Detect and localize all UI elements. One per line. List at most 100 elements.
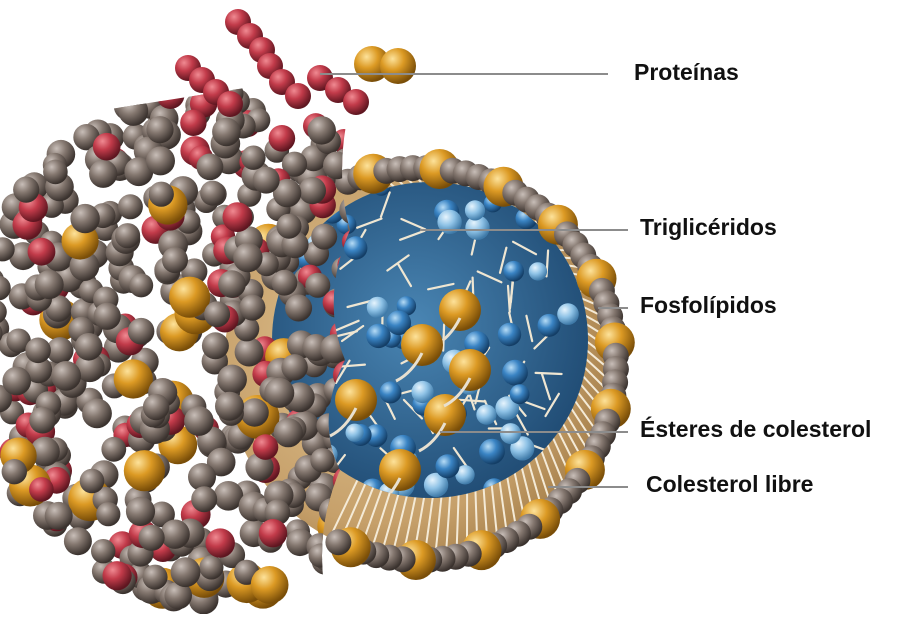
phospholipid-head (146, 146, 175, 175)
label-cholesterol-esters: Ésteres de colesterol (640, 418, 871, 441)
triglyceride (436, 454, 460, 478)
phospholipid-head (126, 497, 155, 526)
phospholipid-head (264, 378, 294, 408)
triglyceride (367, 297, 388, 318)
triglyceride (498, 323, 521, 346)
phospholipid-head (51, 361, 81, 391)
phospholipid-head (139, 525, 165, 551)
phospholipid-head (215, 392, 244, 421)
phospholipid-head (235, 338, 264, 367)
phospholipid-head (240, 398, 268, 426)
phospholipid-head (146, 116, 173, 143)
phospholipid-head (200, 181, 225, 206)
cholesterol-ester (335, 379, 377, 421)
phospholipid-head (277, 214, 302, 239)
phospholipid-head (311, 224, 337, 250)
protein-strand (175, 9, 416, 117)
free-cholesterol (124, 450, 165, 491)
phospholipid-head (70, 204, 99, 233)
protein (29, 477, 54, 502)
phospholipid-head (202, 332, 229, 359)
phospholipid-head (82, 399, 112, 429)
phospholipid-head (285, 295, 312, 322)
phospholipid-head (118, 96, 148, 126)
triglyceride (412, 381, 434, 403)
phospholipid-head (162, 247, 188, 273)
triglyceride (479, 439, 505, 465)
phospholipid-head (212, 118, 241, 147)
phospholipid-head (101, 437, 126, 462)
triglyceride (529, 262, 547, 280)
phospholipid-head (94, 303, 121, 330)
protein (253, 434, 279, 460)
phospholipid-head (239, 295, 265, 321)
triglyceride (366, 324, 390, 348)
label-proteins: Proteínas (634, 61, 739, 84)
triglyceride (538, 314, 561, 337)
protein (269, 125, 296, 152)
phospholipid-head (184, 406, 214, 436)
phospholipid-head (241, 146, 265, 170)
phospholipid-head (118, 194, 143, 219)
protein (217, 91, 243, 117)
phospholipid-head (43, 160, 68, 185)
phospholipid-head (310, 448, 334, 472)
phospholipid-head (149, 182, 174, 207)
phospholipid-head (325, 529, 351, 555)
triglyceride (346, 424, 364, 442)
label-free-cholesterol: Colesterol libre (646, 473, 813, 496)
cholesterol-ester (379, 449, 421, 491)
triglyceride (500, 423, 521, 444)
phospholipid-head (75, 333, 103, 361)
protein (156, 81, 184, 109)
phospholipid-head (128, 318, 155, 345)
phospholipid-head (197, 154, 224, 181)
phospholipid-head (281, 354, 307, 380)
phospholipid-head (96, 502, 120, 526)
phospholipid-head (2, 367, 31, 396)
lipid-strand (536, 373, 562, 374)
triglyceride (503, 261, 524, 282)
phospholipid-head (253, 167, 280, 194)
phospholipid-head (13, 177, 39, 203)
label-triglycerides: Triglicéridos (640, 216, 777, 239)
protein (343, 89, 369, 115)
phospholipid-head (2, 459, 27, 484)
cholesterol-ester (449, 349, 491, 391)
phospholipid-head (45, 502, 73, 530)
protein (93, 133, 121, 161)
phospholipid-head (29, 407, 56, 434)
free-cholesterol (169, 277, 210, 318)
protein (103, 561, 132, 590)
triglyceride (344, 236, 367, 259)
triglyceride (502, 360, 528, 386)
cholesterol-ester (424, 394, 466, 436)
phospholipid-head (217, 365, 247, 395)
phospholipid-head (143, 565, 168, 590)
phospholipid-head (218, 270, 246, 298)
phospholipid-head (91, 539, 115, 563)
phospholipid-head (308, 116, 336, 144)
phospholipid-head (115, 223, 140, 248)
phospholipid-head (272, 270, 298, 296)
protein (223, 202, 253, 232)
cholesterol-ester (401, 324, 443, 366)
free-cholesterol (380, 48, 416, 84)
label-phospholipids: Fosfolípidos (640, 294, 777, 317)
protein (206, 528, 235, 557)
phospholipid-head (233, 243, 262, 272)
phospholipid-head (25, 338, 51, 364)
phospholipid-head (89, 160, 117, 188)
triglyceride (380, 381, 402, 403)
phospholipid-head (80, 469, 105, 494)
phospholipid-head (143, 394, 169, 420)
triglyceride (510, 384, 530, 404)
cholesterol-ester (439, 289, 481, 331)
triglyceride (465, 200, 485, 220)
triglyceride (557, 303, 579, 325)
protein (259, 519, 287, 547)
phospholipid-head (171, 557, 201, 587)
phospholipid-head (129, 273, 153, 297)
